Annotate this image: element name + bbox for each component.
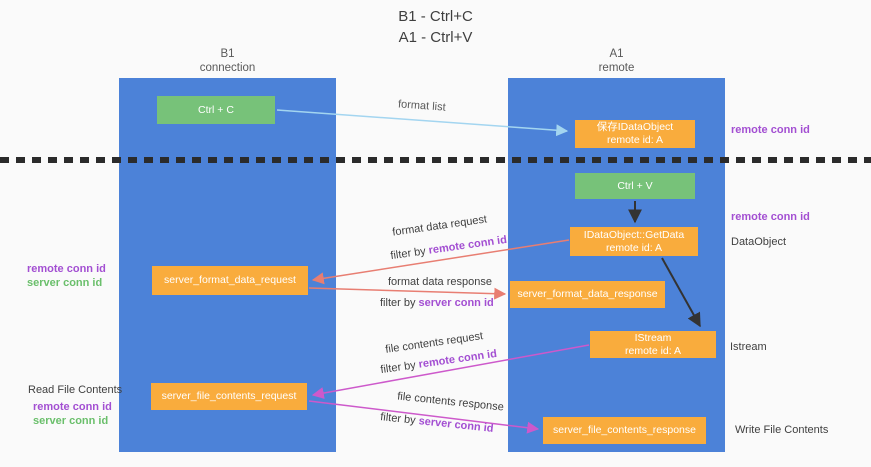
istream-side-label: Istream — [730, 341, 767, 353]
filter-by-text: filter by — [380, 297, 416, 309]
copy-paste-divider-dashed-line — [0, 157, 871, 163]
server-file-contents-request-label: server_file_contents_request — [161, 390, 297, 402]
save-dataobject-line1: 保存IDataObject — [596, 121, 674, 133]
ctrl-c-label: Ctrl + C — [198, 103, 234, 116]
server-format-data-request-label: server_format_data_request — [164, 274, 296, 286]
file-contents-response-arrow — [308, 400, 540, 434]
left-server-conn-id-label: server conn id — [27, 277, 103, 289]
server-file-contents-response-box: server_file_contents_response — [543, 417, 706, 444]
ctrl-v-box: Ctrl + V — [575, 173, 695, 199]
file-contents-request-arrow — [311, 344, 590, 399]
title-line-2: A1 - Ctrl+V — [398, 29, 473, 46]
left-bottom-server-conn-id-label: server conn id — [33, 415, 109, 427]
read-file-contents-label: Read File Contents — [28, 384, 123, 396]
idataobject-getdata-box: IDataObject::GetData remote id: A — [570, 227, 698, 256]
lifeline-a1-name: A1 — [609, 48, 624, 60]
left-bottom-remote-conn-id-label: remote conn id — [33, 401, 112, 413]
save-dataobject-box: 保存IDataObject remote id: A — [575, 120, 695, 148]
lifeline-b1-name: B1 — [220, 48, 235, 60]
lifeline-header-a1: A1 remote — [508, 47, 725, 75]
lifeline-a1-subtitle: remote — [598, 62, 635, 74]
istream-line1: IStream — [634, 331, 672, 344]
server-format-data-response-box: server_format_data_response — [510, 281, 665, 308]
server-file-contents-request-box: server_file_contents_request — [151, 383, 307, 410]
dataobject-label: DataObject — [731, 236, 787, 248]
write-file-contents-label: Write File Contents — [735, 424, 829, 436]
filter-by-server-conn-id-label-1: filter by server conn id — [380, 297, 494, 309]
lifeline-header-b1: B1 connection — [119, 47, 336, 75]
format-data-response-label: format data response — [388, 276, 492, 288]
istream-box: IStream remote id: A — [590, 331, 716, 358]
format-data-request-arrow — [311, 239, 570, 285]
server-conn-id-text: server conn id — [418, 297, 494, 309]
server-format-data-request-box: server_format_data_request — [152, 266, 308, 295]
title-line-1: B1 - Ctrl+C — [398, 8, 473, 25]
getdata-line2: remote id: A — [605, 241, 663, 254]
lifeline-b1-subtitle: connection — [199, 62, 256, 74]
format-data-response-arrow — [308, 287, 507, 300]
server-file-contents-response-label: server_file_contents_response — [552, 424, 696, 436]
server-format-data-response-label: server_format_data_response — [517, 288, 658, 300]
getdata-line1: IDataObject::GetData — [583, 228, 685, 241]
diagram-title: B1 - Ctrl+C A1 - Ctrl+V — [0, 6, 871, 48]
format-list-arrow — [276, 109, 569, 137]
save-dataobject-line2: remote id: A — [606, 134, 664, 146]
getdata-to-istream-arrow — [661, 257, 701, 328]
ctrl-v-label: Ctrl + V — [617, 179, 653, 192]
istream-line2: remote id: A — [624, 344, 682, 357]
right-mid-remote-conn-id-label: remote conn id — [731, 211, 810, 223]
ctrl-c-box: Ctrl + C — [157, 96, 275, 124]
right-top-remote-conn-id-label: remote conn id — [731, 124, 810, 136]
left-remote-conn-id-label: remote conn id — [27, 263, 106, 275]
